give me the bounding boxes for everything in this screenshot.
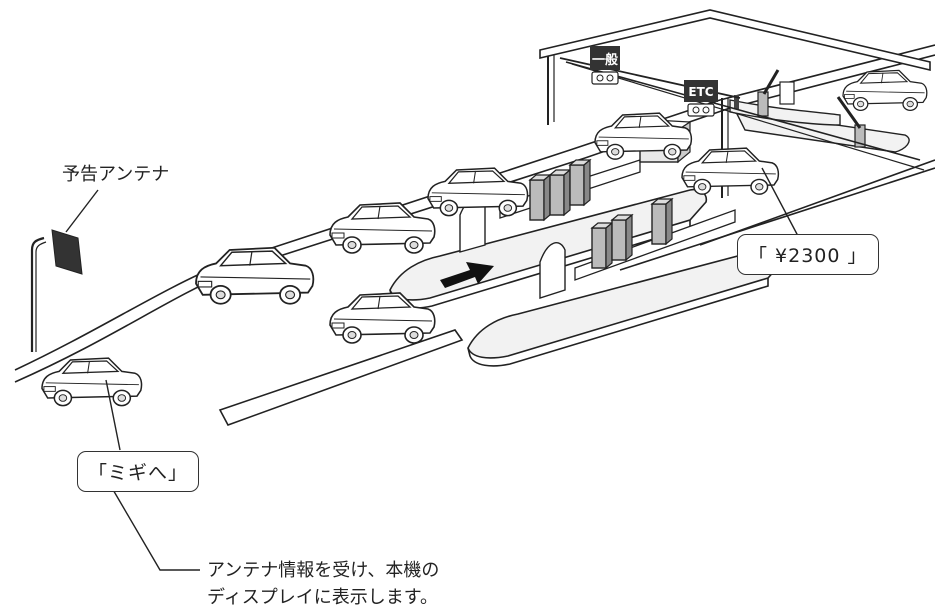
car-waiting-roadside [41, 357, 143, 407]
caption-line-1: アンテナ情報を受け、本機の [207, 560, 440, 581]
direction-arrow-icon [440, 262, 494, 288]
advance-antenna [30, 229, 83, 352]
antenna-label: 予告アンテナ [62, 164, 170, 185]
car-center [329, 292, 436, 344]
car-exiting [842, 69, 928, 112]
direction-callout: 「ミギへ」 [77, 451, 200, 492]
car-left-lane [195, 246, 315, 305]
lane-sign-general-text: 一般 [592, 52, 618, 68]
lane-sign-etc-text: ETC [688, 85, 713, 99]
toll-island-lower [459, 196, 786, 367]
caption: アンテナ情報を受け、本機の ディスプレイに表示します。 [207, 557, 439, 611]
lane-sign-etc: ETC [684, 80, 718, 117]
caption-line-2: ディスプレイに表示します。 [207, 587, 438, 608]
toll-island-upper [389, 159, 708, 309]
price-callout: 「 ¥2300 」 [737, 234, 879, 275]
lane-sign-general: 一般 [590, 46, 620, 85]
